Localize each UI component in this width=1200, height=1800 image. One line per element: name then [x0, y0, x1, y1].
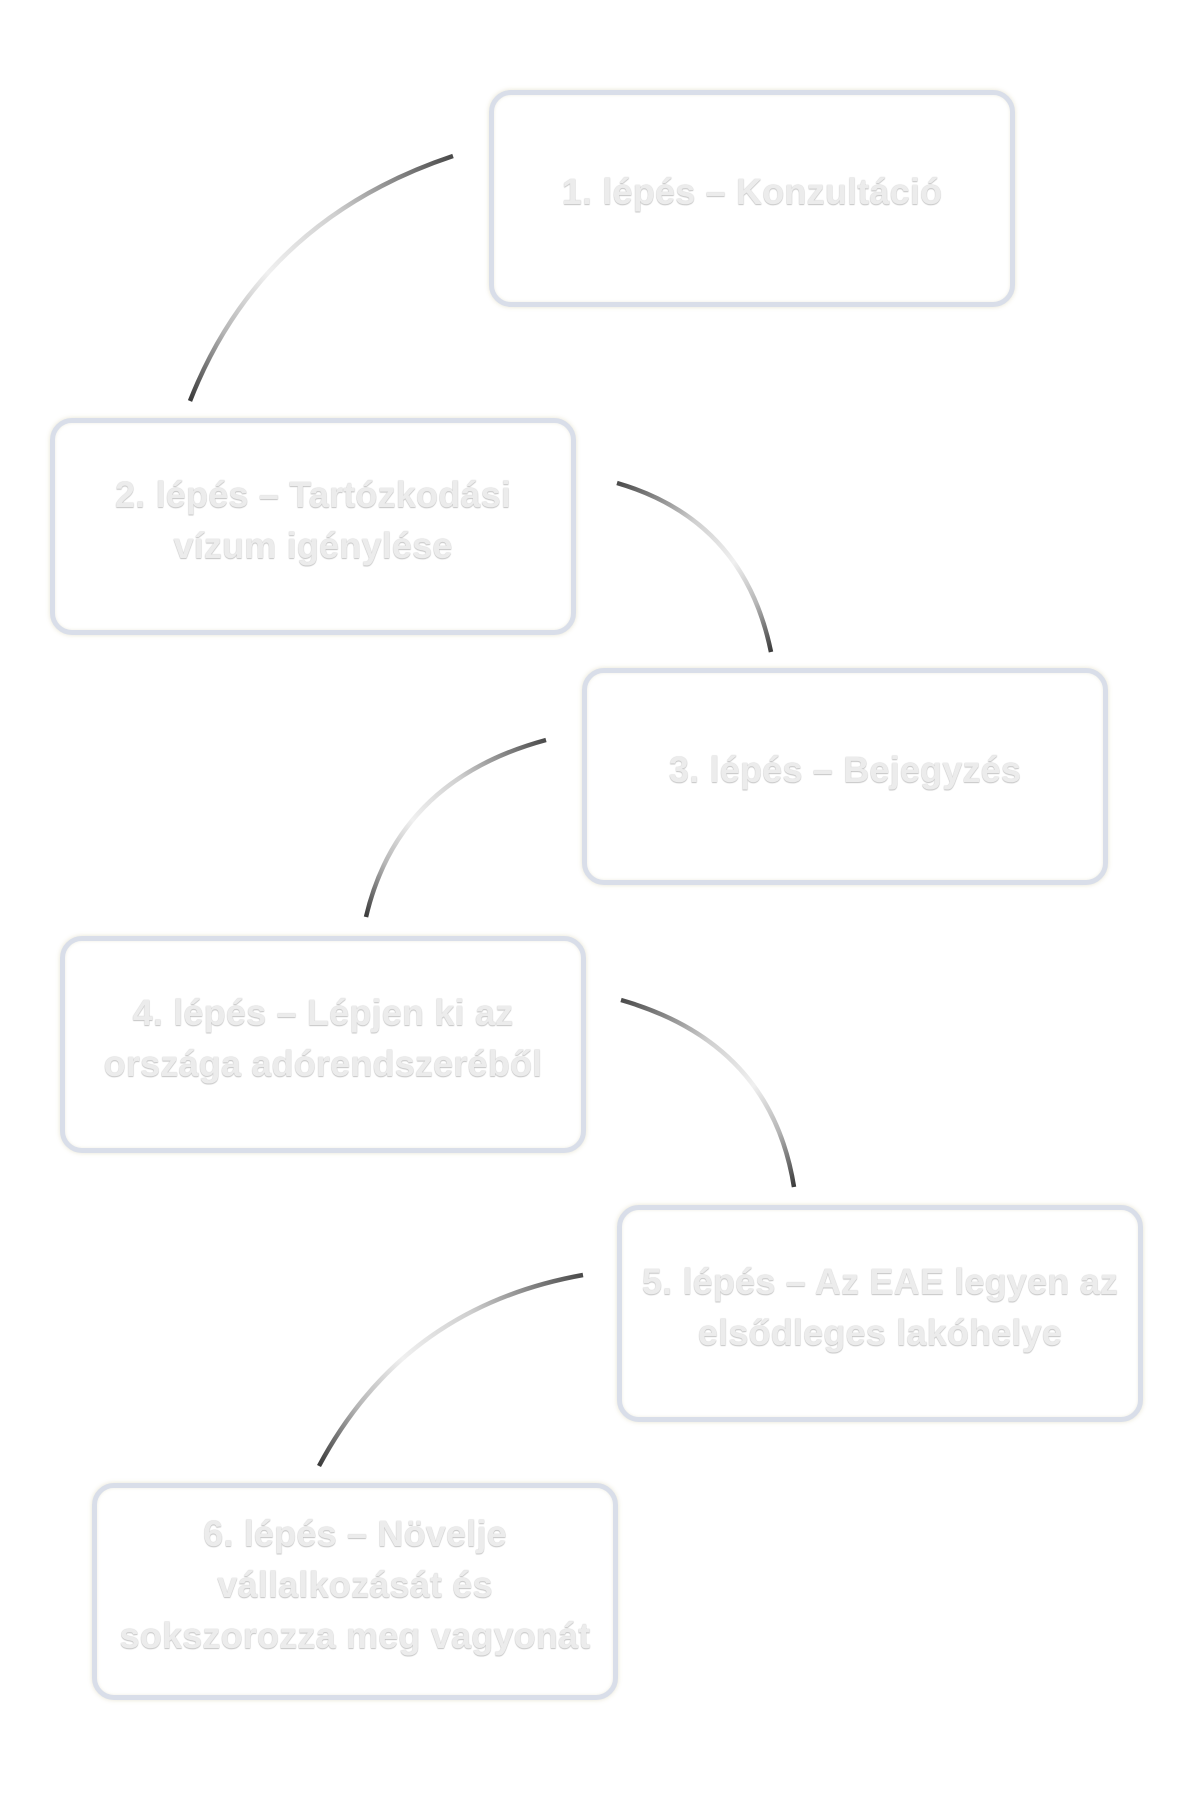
- connector-step-2-to-step-3: [616, 480, 774, 653]
- step-box-6: 6. lépés – Növelje vállalkozását és soks…: [92, 1483, 618, 1700]
- connector-step-3-to-step-4: [363, 737, 547, 918]
- connector-step-1-to-step-2: [187, 153, 454, 402]
- step-box-3: 3. lépés – Bejegyzés: [582, 668, 1108, 885]
- step-box-5: 5. lépés – Az EAE legyen az elsődleges l…: [617, 1205, 1143, 1422]
- step-label-6: 6. lépés – Növelje vállalkozását és soks…: [119, 1513, 591, 1656]
- step-label-3: 3. lépés – Bejegyzés: [668, 749, 1022, 790]
- connector-step-5-to-step-6: [317, 1272, 584, 1468]
- connector-step-4-to-step-5: [620, 997, 797, 1188]
- step-box-2: 2. lépés – Tartózkodási vízum igénylése: [50, 418, 576, 635]
- step-box-1: 1. lépés – Konzultáció: [489, 90, 1015, 307]
- step-label-2: 2. lépés – Tartózkodási vízum igénylése: [114, 473, 512, 566]
- step-box-4: 4. lépés – Lépjen ki az országa adórends…: [60, 936, 586, 1153]
- step-label-4: 4. lépés – Lépjen ki az országa adórends…: [103, 991, 543, 1084]
- step-label-5: 5. lépés – Az EAE legyen az elsődleges l…: [641, 1260, 1119, 1353]
- step-label-1: 1. lépés – Konzultáció: [561, 171, 943, 212]
